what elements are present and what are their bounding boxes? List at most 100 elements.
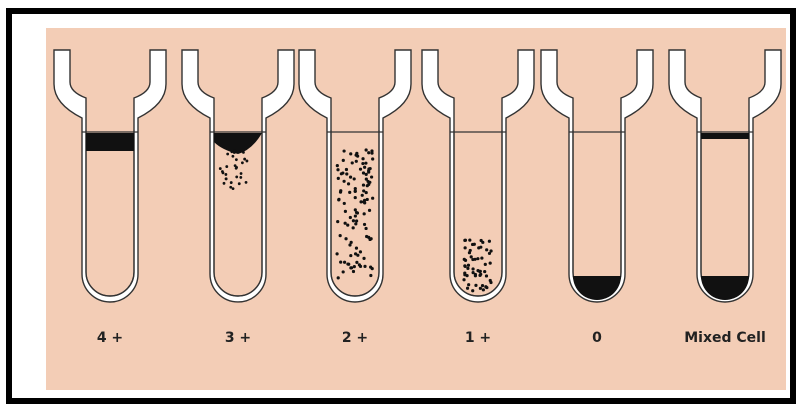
medium-clump-dot bbox=[337, 177, 340, 180]
clump-dot bbox=[242, 151, 245, 154]
medium-clump-dot bbox=[342, 180, 345, 183]
medium-clump-dot bbox=[371, 267, 374, 270]
tube-4 bbox=[422, 50, 534, 302]
small-clump-dot bbox=[466, 267, 469, 270]
tube-2 bbox=[182, 50, 294, 302]
clump-dot bbox=[238, 150, 241, 153]
small-clump-dot bbox=[468, 239, 471, 242]
tube-glass bbox=[541, 50, 653, 302]
tube-inner-wall bbox=[214, 130, 262, 296]
small-clump-dot bbox=[489, 281, 492, 284]
small-clump-dot bbox=[488, 252, 491, 255]
medium-clump-dot bbox=[364, 162, 367, 165]
mixed-top-band bbox=[701, 133, 749, 139]
medium-clump-dot bbox=[345, 172, 348, 175]
clump-dot bbox=[222, 171, 225, 174]
clump-dot bbox=[235, 176, 238, 179]
medium-clump-dot bbox=[362, 171, 365, 174]
small-clump-dot bbox=[482, 288, 485, 291]
small-clump-dot bbox=[479, 246, 482, 249]
medium-clump-dot bbox=[341, 171, 344, 174]
tube-glass bbox=[669, 50, 781, 302]
medium-clump-dot bbox=[353, 265, 356, 268]
label-1plus: 1 + bbox=[423, 330, 533, 346]
medium-clump-dot bbox=[342, 149, 345, 152]
clump-dot bbox=[230, 181, 233, 184]
medium-clump-dot bbox=[337, 276, 340, 279]
clump-dot bbox=[245, 181, 248, 184]
tube-1 bbox=[54, 50, 166, 302]
clump-dot bbox=[238, 182, 241, 185]
medium-clump-dot bbox=[363, 201, 366, 204]
medium-clump-dot bbox=[347, 182, 350, 185]
medium-clump-dot bbox=[349, 254, 352, 257]
medium-clump-dot bbox=[350, 241, 353, 244]
medium-clump-dot bbox=[343, 261, 346, 264]
small-clump-dot bbox=[484, 263, 487, 266]
medium-clump-dot bbox=[352, 226, 355, 229]
clump-dot bbox=[241, 161, 244, 164]
small-clump-dot bbox=[484, 285, 487, 288]
label-3plus: 3 + bbox=[183, 330, 293, 346]
medium-clump-dot bbox=[335, 252, 338, 255]
tube-glass bbox=[54, 50, 166, 302]
small-clump-dot bbox=[469, 249, 472, 252]
medium-clump-dot bbox=[354, 190, 357, 193]
tube-inner-wall bbox=[86, 130, 134, 296]
tube-glass bbox=[299, 50, 411, 302]
medium-clump-dot bbox=[362, 257, 365, 260]
label-0: 0 bbox=[542, 330, 652, 346]
medium-clump-dot bbox=[359, 168, 362, 171]
medium-clump-dot bbox=[355, 152, 358, 155]
small-clump-dot bbox=[471, 267, 474, 270]
medium-clump-dot bbox=[336, 220, 339, 223]
medium-clump-dot bbox=[359, 200, 362, 203]
medium-clump-dot bbox=[364, 227, 367, 230]
small-clump-dot bbox=[472, 271, 475, 274]
medium-clump-dot bbox=[344, 237, 347, 240]
small-clump-dot bbox=[474, 284, 477, 287]
small-clump-dot bbox=[480, 256, 483, 259]
medium-clump-dot bbox=[359, 250, 362, 253]
tube-3 bbox=[299, 50, 411, 302]
medium-clump-dot bbox=[345, 168, 348, 171]
small-clump-dot bbox=[483, 270, 486, 273]
medium-clump-dot bbox=[354, 222, 357, 225]
medium-clump-dot bbox=[370, 175, 373, 178]
medium-clump-dot bbox=[361, 157, 364, 160]
medium-clump-dot bbox=[353, 177, 356, 180]
medium-clump-dot bbox=[342, 159, 345, 162]
medium-clump-dot bbox=[367, 169, 370, 172]
medium-clump-dot bbox=[352, 270, 355, 273]
clump-dot bbox=[243, 158, 246, 161]
small-clump-dot bbox=[463, 271, 466, 274]
small-clump-dot bbox=[462, 278, 465, 281]
medium-clump-dot bbox=[354, 252, 357, 255]
medium-clump-dot bbox=[356, 211, 359, 214]
medium-clump-dot bbox=[349, 266, 352, 269]
clump-dot bbox=[234, 164, 237, 167]
medium-clump-dot bbox=[351, 161, 354, 164]
medium-clump-dot bbox=[367, 151, 370, 154]
medium-clump-dot bbox=[349, 152, 352, 155]
label-mixed-cell: Mixed Cell bbox=[670, 330, 780, 346]
tube-glass bbox=[422, 50, 534, 302]
medium-clump-dot bbox=[368, 209, 371, 212]
medium-clump-dot bbox=[355, 247, 358, 250]
clump-dot bbox=[225, 178, 228, 181]
clump-dot bbox=[233, 151, 236, 154]
medium-clump-dot bbox=[371, 157, 374, 160]
medium-clump-dot bbox=[349, 176, 352, 179]
small-clump-dot bbox=[479, 287, 482, 290]
small-clump-dot bbox=[471, 289, 474, 292]
medium-clump-dot bbox=[370, 149, 373, 152]
clump-dot bbox=[226, 153, 229, 156]
clump-dot bbox=[224, 173, 227, 176]
medium-clump-dot bbox=[354, 196, 357, 199]
medium-clump-dot bbox=[337, 198, 340, 201]
small-clump-dot bbox=[481, 284, 484, 287]
clump-dot bbox=[232, 155, 235, 158]
medium-clump-dot bbox=[355, 160, 358, 163]
medium-clump-dot bbox=[347, 263, 350, 266]
medium-clump-dot bbox=[358, 263, 361, 266]
